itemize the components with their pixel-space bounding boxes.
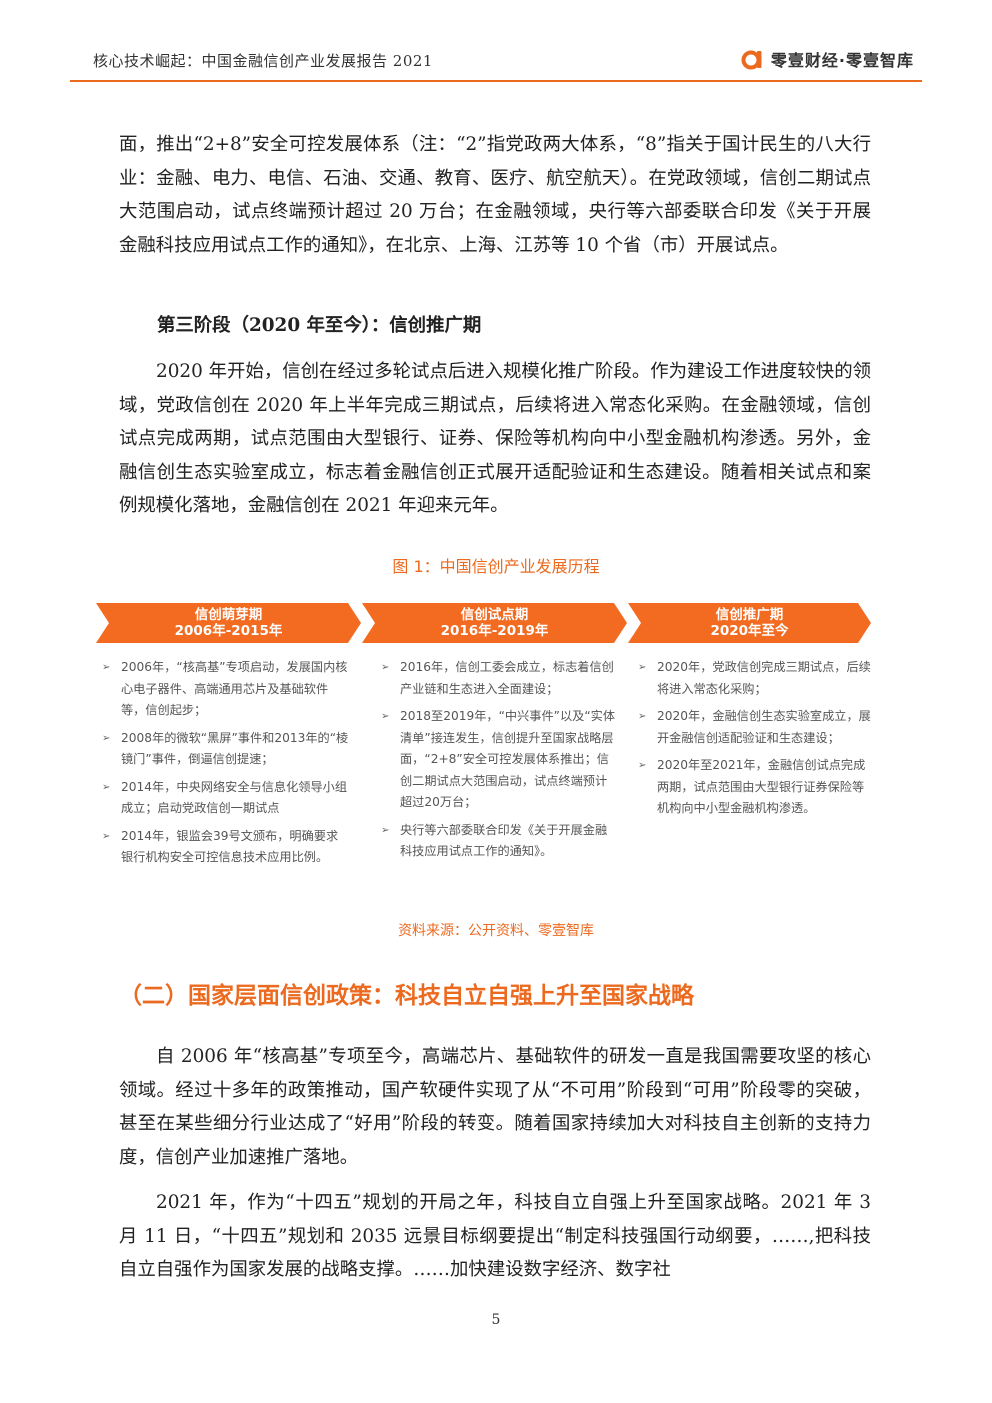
bullet-arrow-icon: ➢ [102, 781, 111, 793]
brand-logo: 零壹财经·零壹智库 [741, 47, 914, 71]
bullet-arrow-icon: ➢ [638, 760, 647, 771]
header-divider [70, 80, 922, 82]
stage3-title: 第三阶段（2020 年至今）：信创推广期 [157, 315, 482, 336]
bullet-arrow-icon: ➢ [102, 662, 111, 673]
list-item: ➢2006年，“核高基”专项启动，发展国内核心电子器件、高端通用芯片及基础软件等… [100, 657, 350, 722]
bullet-arrow-icon: ➢ [102, 830, 111, 842]
bullet-arrow-icon: ➢ [638, 711, 647, 722]
list-item: ➢2014年，银监会39号文颁布，明确要求银行机构安全可控信息技术应用比例。 [100, 826, 350, 869]
list-item: ➢2018至2019年，“中兴事件”以及“实体清单”接连发生，信创提升至国家战略… [379, 706, 619, 814]
stage-name: 信创试点期 [460, 607, 529, 623]
list-item: ➢2014年，中央网络安全与信息化领导小组成立；启动党政信创一期试点 [100, 777, 350, 820]
bullet-arrow-icon: ➢ [102, 732, 111, 744]
list-item: ➢2008年的微软“黑屏”事件和2013年的“棱镜门”事件，倒逼信创提速； [100, 728, 350, 771]
figure-caption: 图 1：中国信创产业发展历程 [392, 557, 600, 576]
stage-banner-3: 信创推广期 2020年至今 [628, 603, 871, 643]
stage-name: 信创萌芽期 [194, 607, 263, 623]
stage-banner-1: 信创萌芽期 2006年-2015年 [96, 603, 361, 643]
list-item: ➢2020年，党政信创完成三期试点，后续将进入常态化采购； [636, 657, 874, 700]
logo-icon [741, 48, 763, 70]
bullet-arrow-icon: ➢ [381, 711, 390, 722]
list-item: ➢2020年，金融信创生态实验室成立，展开金融信创适配验证和生态建设； [636, 706, 874, 749]
stage-column-1: ➢2006年，“核高基”专项启动，发展国内核心电子器件、高端通用芯片及基础软件等… [100, 657, 350, 875]
stage-column-2: ➢2016年，信创工委会成立，标志着信创产业链和生态进入全面建设； ➢2018至… [379, 657, 619, 869]
timeline-banner: 信创萌芽期 2006年-2015年 信创试点期 2016年-2019年 信创推广… [96, 603, 871, 643]
stage-period: 2006年-2015年 [174, 623, 283, 639]
page-header: 核心技术崛起：中国金融信创产业发展报告 2021 零壹财经·零壹智库 [0, 0, 992, 86]
list-item: ➢2020年至2021年，金融信创试点完成两期，试点范围由大型银行证券保险等机构… [636, 755, 874, 820]
bullet-arrow-icon: ➢ [381, 662, 390, 673]
stage-name: 信创推广期 [715, 607, 784, 623]
section2-paragraph-2: 2021 年，作为“十四五”规划的开局之年，科技自立自强上升至国家战略。2021… [119, 1192, 871, 1280]
stage-period: 2016年-2019年 [440, 623, 549, 639]
page-number: 5 [491, 1312, 501, 1328]
logo-text: 零壹财经·零壹智库 [770, 51, 914, 70]
body-paragraph-2: 2020 年开始，信创在经过多轮试点后进入规模化推广阶段。作为建设工作进度较快的… [119, 361, 871, 516]
stage-column-3: ➢2020年，党政信创完成三期试点，后续将进入常态化采购； ➢2020年，金融信… [636, 657, 874, 826]
stage-period: 2020年至今 [710, 623, 789, 639]
list-item: ➢2016年，信创工委会成立，标志着信创产业链和生态进入全面建设； [379, 657, 619, 700]
section-heading: （二）国家层面信创政策：科技自立自强上升至国家战略 [119, 983, 694, 1009]
figure-source: 资料来源：公开资料、零壹智库 [398, 923, 594, 939]
section2-paragraph-1: 自 2006 年“核高基”专项至今，高端芯片、基础软件的研发一直是我国需要攻坚的… [119, 1046, 871, 1168]
body-paragraph-1: 面，推出“2+8”安全可控发展体系（注：“2”指党政两大体系，“8”指关于国计民… [119, 134, 871, 256]
list-item: ➢央行等六部委联合印发《关于开展金融科技应用试点工作的通知》。 [379, 820, 619, 863]
stage-banner-2: 信创试点期 2016年-2019年 [362, 603, 627, 643]
report-title: 核心技术崛起：中国金融信创产业发展报告 2021 [93, 52, 433, 70]
bullet-arrow-icon: ➢ [381, 824, 390, 836]
bullet-arrow-icon: ➢ [638, 662, 647, 673]
